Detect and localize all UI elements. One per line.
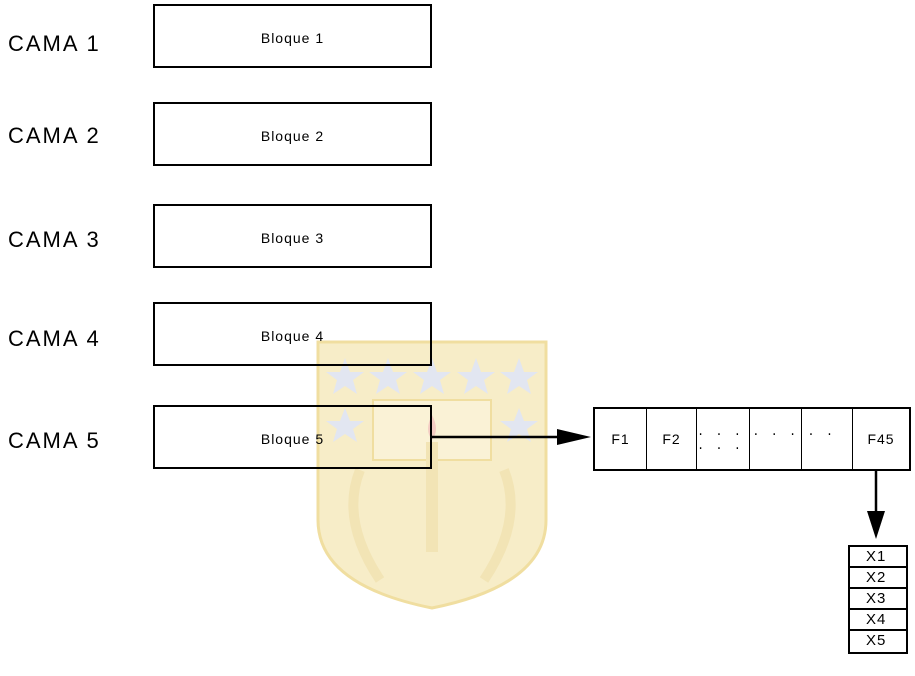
fila-divider-a	[749, 409, 750, 469]
bloque-box-5: Bloque 5	[153, 405, 432, 469]
x-cell-2: X2	[850, 568, 906, 589]
cama-label-1: CAMA 1	[8, 31, 101, 56]
bloque-box-1: Bloque 1	[153, 4, 432, 68]
bloque-box-2: Bloque 2	[153, 102, 432, 166]
f45-to-x-arrowhead	[867, 511, 885, 539]
bloque5-to-filas-arrowhead	[557, 429, 591, 445]
bloque-label-2: Bloque 2	[260, 128, 325, 144]
x-cell-4: X4	[850, 610, 906, 631]
x-cell-5: X5	[866, 632, 887, 649]
bloque-label-1: Bloque 1	[260, 30, 325, 46]
bloque-box-3: Bloque 3	[153, 204, 432, 268]
fila-cell-f45: F45	[867, 431, 895, 447]
x-cell-1: X1	[850, 547, 906, 568]
fila-cell-f2: F2	[647, 409, 697, 469]
bloque-label-3: Bloque 3	[260, 230, 325, 246]
bloque-label-4: Bloque 4	[260, 328, 325, 344]
filas-row: F1 F2 . . . . . . . . . . . F45	[593, 407, 911, 471]
x-variables-stack: X1 X2 X3 X4 X5	[848, 545, 908, 654]
cama-label-4: CAMA 4	[8, 326, 101, 351]
bloque-label-5: Bloque 5	[260, 431, 325, 447]
fila-divider-b	[801, 409, 802, 469]
bloque-box-4: Bloque 4	[153, 302, 432, 366]
x-cell-3: X3	[850, 589, 906, 610]
cama-label-5: CAMA 5	[8, 428, 101, 453]
cama-label-3: CAMA 3	[8, 227, 101, 252]
cama-label-2: CAMA 2	[8, 123, 101, 148]
fila-cell-dots: . . . . . . . . . . .	[697, 409, 853, 469]
fila-dots-text: . . . . . . . . . . .	[697, 425, 836, 453]
fila-cell-f1: F1	[595, 409, 647, 469]
